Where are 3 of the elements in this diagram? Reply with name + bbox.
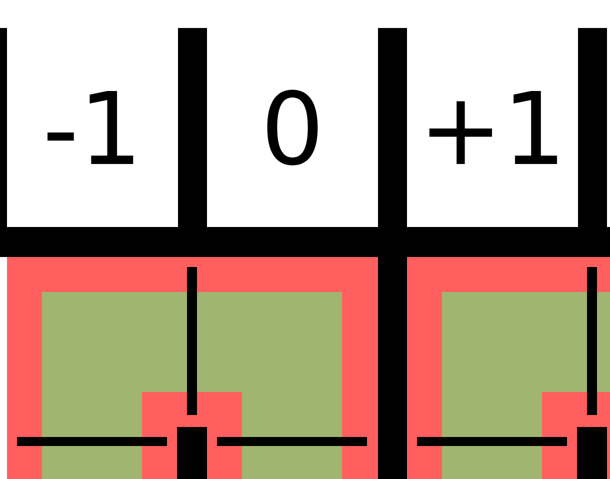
value-cell: +1 bbox=[407, 28, 578, 227]
value-cell: -1 bbox=[7, 28, 178, 227]
value-cell: 0 bbox=[207, 28, 378, 227]
